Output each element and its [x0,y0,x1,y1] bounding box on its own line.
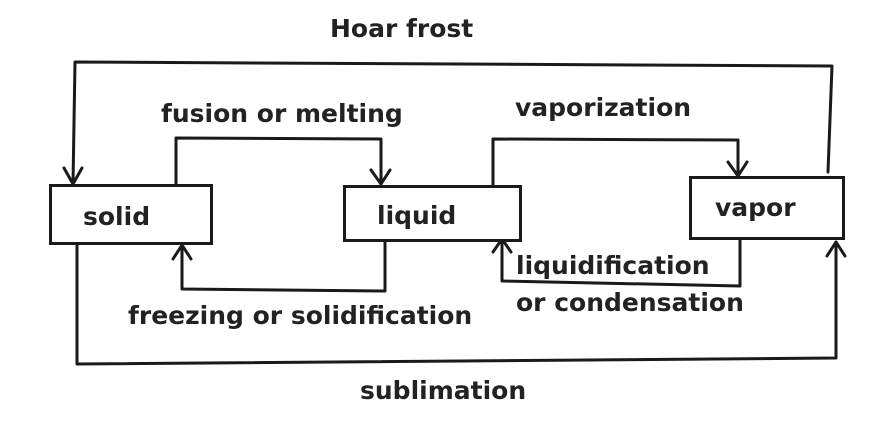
liquid-label: liquid [377,201,457,230]
vaporization-label: vaporization [515,93,692,122]
freezing-arrowhead [171,243,193,261]
fusion-label: fusion or melting [161,99,403,128]
hoar-frost-arrow [71,60,834,186]
condensation-arrow [500,237,742,288]
condensation-label-line2: or condensation [516,288,744,317]
solid-box: solid [49,184,213,245]
vaporization-arrow [491,137,740,188]
vapor-box: vapor [689,176,845,240]
liquid-box: liquid [343,185,522,242]
fusion-arrowhead [369,168,392,186]
solid-label: solid [83,202,151,231]
sublimation-arrowhead [825,240,847,258]
vapor-label: vapor [715,193,796,222]
freezing-arrow [180,239,387,293]
hoar-frost-label: Hoar frost [330,14,474,43]
sublimation-arrow [75,240,838,366]
condensation-label-line1: liquidification [516,251,710,280]
sublimation-label: sublimation [360,376,527,405]
freezing-label: freezing or solidification [128,301,473,330]
fusion-arrow [174,136,383,188]
